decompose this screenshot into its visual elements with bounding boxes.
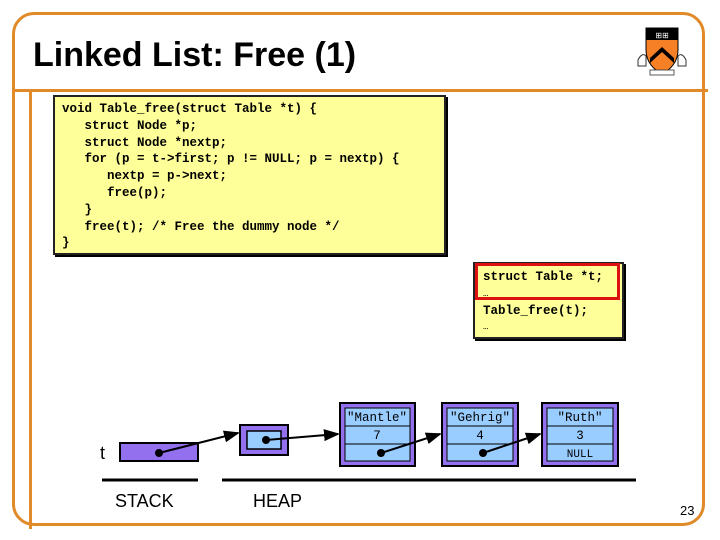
- node-value: 3: [576, 429, 584, 443]
- stack-var-label: t: [100, 443, 106, 463]
- heap-label: HEAP: [253, 491, 303, 511]
- node-key: "Ruth": [557, 411, 602, 425]
- code-line: struct Table *t;: [483, 270, 604, 284]
- node-key: "Gehrig": [450, 411, 510, 425]
- code-ellipsis: …: [483, 322, 489, 333]
- highlight-box: [475, 263, 620, 300]
- node-value: 4: [476, 429, 484, 443]
- svg-text:⊞⊞: ⊞⊞: [655, 31, 668, 40]
- princeton-shield-logo: ⊞⊞: [637, 27, 687, 76]
- code-line: }: [62, 236, 70, 251]
- slide-title: Linked List: Free (1): [33, 36, 357, 74]
- left-rule: [29, 89, 32, 529]
- code-line: }: [62, 202, 93, 217]
- list-node: "Gehrig" 4: [441, 402, 519, 467]
- code-line: nextp = p->next;: [62, 169, 228, 184]
- pointer-arrows: [158, 429, 542, 454]
- code-line: struct Node *nextp;: [62, 135, 228, 150]
- slide-frame: [12, 12, 705, 526]
- code-line: struct Node *p;: [62, 118, 198, 133]
- code-ellipsis: …: [483, 288, 489, 299]
- list-node: "Ruth" 3 NULL: [541, 402, 619, 467]
- table-free-code-block: void Table_free(struct Table *t) { struc…: [53, 95, 446, 255]
- node-value: 7: [373, 429, 381, 443]
- code-line: void Table_free(struct Table *t) {: [62, 102, 318, 116]
- title-divider: [12, 89, 708, 92]
- code-line: free(p);: [62, 185, 168, 200]
- code-line: for (p = t->first; p != NULL; p = nextp)…: [62, 152, 400, 167]
- list-node: "Mantle" 7: [339, 402, 416, 467]
- page-number: 23: [680, 503, 695, 518]
- stack-label: STACK: [115, 491, 174, 511]
- node-next-null: NULL: [567, 449, 593, 461]
- code-line: Table_free(t);: [483, 303, 589, 318]
- code-line: free(t); /* Free the dummy node */: [62, 219, 340, 234]
- node-key: "Mantle": [347, 411, 407, 425]
